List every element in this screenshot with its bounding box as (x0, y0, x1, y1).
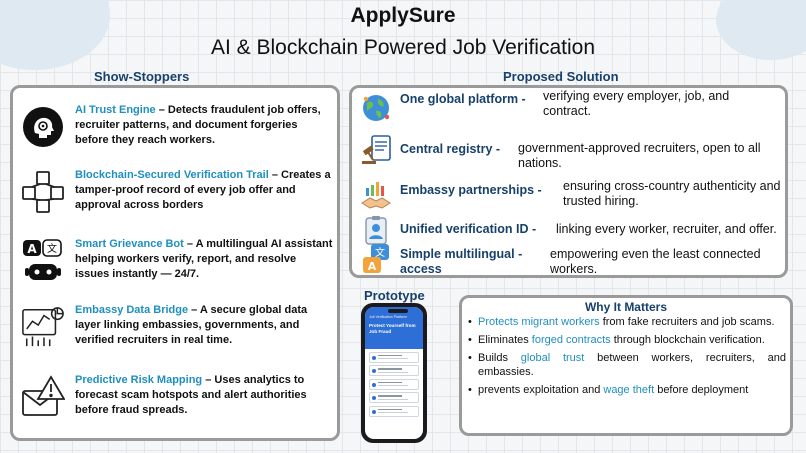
svg-text:A: A (368, 260, 377, 273)
show-stopper-desc: – Detects fraudulent job offers, recruit… (75, 104, 321, 146)
item-text: from fake recruiters and job scams. (599, 316, 775, 328)
show-stopper-item: Embassy Data Bridge – A secure global da… (21, 303, 333, 349)
item-text: before deployment (654, 384, 749, 396)
solution-label: Unified verification ID - (400, 222, 537, 236)
show-stopper-text: AI Trust Engine – Detects fraudulent job… (75, 103, 333, 149)
handshake-growth-icon (360, 180, 392, 210)
item-text: Builds (478, 352, 521, 364)
svg-text:文: 文 (375, 246, 385, 259)
app-card[interactable] (369, 365, 419, 376)
item-text: prevents exploitation and (478, 384, 604, 396)
globe-network-icon (360, 93, 392, 123)
phone-screen: Job Verification Platform Protect Yourse… (365, 307, 423, 439)
page-subtitle: AI & Blockchain Powered Job Verification (210, 36, 596, 59)
proposed-solution-panel: One global platform - verifying every em… (349, 85, 788, 278)
app-card[interactable] (369, 405, 419, 417)
list-item: Eliminates forged contracts through bloc… (468, 333, 786, 347)
solution-label: Embassy partnerships - (400, 183, 542, 197)
registry-gavel-icon (360, 135, 392, 165)
show-stopper-title: Embassy Data Bridge (75, 304, 189, 316)
svg-text:A: A (27, 242, 37, 256)
proposed-solution-heading: Proposed Solution (503, 69, 619, 84)
item-text: through blockchain verification. (610, 334, 765, 346)
app-card[interactable] (369, 351, 419, 363)
solution-desc: linking every worker, recruiter, and off… (556, 222, 777, 236)
show-stopper-text: Blockchain-Secured Verification Trail – … (75, 168, 333, 214)
app-header: Job Verification Platform Protect Yourse… (365, 307, 423, 349)
show-stopper-desc: – Uses analytics to forecast scam hotspo… (75, 374, 307, 416)
show-stopper-text: Embassy Data Bridge – A secure global da… (75, 303, 333, 349)
solution-row: Central registry - government-approved r… (358, 132, 785, 170)
solution-row: Unified verification ID - linking every … (358, 212, 785, 248)
show-stopper-title: Predictive Risk Mapping (75, 374, 203, 386)
show-stopper-item: Predictive Risk Mapping – Uses analytics… (21, 373, 333, 419)
show-stopper-title: Smart Grievance Bot (75, 238, 184, 250)
show-stopper-item: A 文 Smart Grievance Bot – A multilingual… (21, 237, 333, 283)
why-it-matters-list: Protects migrant workers from fake recru… (468, 315, 786, 401)
blockchain-icon (21, 170, 65, 214)
list-item: Builds global trust between workers, rec… (468, 351, 786, 379)
solution-row: 文 A Simple multilingual - access empower… (358, 241, 785, 277)
solution-label: One global platform - (400, 92, 526, 106)
why-it-matters-panel: Why It Matters Protects migrant workers … (459, 295, 793, 436)
show-stoppers-heading: Show-Stoppers (94, 69, 190, 84)
show-stopper-item: Blockchain-Secured Verification Trail – … (21, 168, 333, 214)
item-highlight: wage theft (603, 384, 655, 396)
list-item: Protects migrant workers from fake recru… (468, 315, 786, 329)
phone-mockup: Job Verification Platform Protect Yourse… (361, 303, 427, 443)
show-stopper-item: AI Trust Engine – Detects fraudulent job… (21, 103, 333, 149)
list-item: prevents exploitation and wage theft bef… (468, 383, 786, 397)
app-card[interactable] (369, 392, 419, 403)
svg-text:文: 文 (47, 242, 57, 255)
show-stopper-title: Blockchain-Secured Verification Trail (75, 169, 269, 181)
item-text: Eliminates (478, 334, 532, 346)
app-name: Job Verification Platform (369, 315, 407, 319)
show-stoppers-panel: AI Trust Engine – Detects fraudulent job… (10, 85, 340, 441)
solution-desc: empowering even the least connected work… (550, 247, 761, 276)
phone-notch (388, 309, 408, 313)
show-stopper-desc: – A multilingual AI assistant helping wo… (75, 238, 333, 280)
app-card[interactable] (369, 378, 419, 390)
translate-icon: 文 A (360, 244, 392, 274)
data-dashboard-icon (21, 305, 65, 349)
show-stopper-desc: – Creates a tamper-proof record of every… (75, 169, 331, 211)
why-it-matters-heading: Why It Matters (584, 300, 667, 314)
solution-desc: government-approved recruiters, open to … (518, 141, 761, 170)
prototype-heading: Prototype (364, 288, 425, 303)
solution-row: One global platform - verifying every em… (358, 89, 785, 126)
show-stopper-text: Smart Grievance Bot – A multilingual AI … (75, 237, 333, 283)
item-highlight: Protects migrant workers (478, 316, 600, 328)
solution-row: Embassy partnerships - ensuring cross-co… (358, 177, 785, 213)
page-title: ApplySure (350, 4, 456, 27)
solution-label: Central registry - (400, 142, 501, 156)
solution-label: Simple multilingual - access (400, 247, 523, 276)
show-stopper-title: AI Trust Engine (75, 104, 156, 116)
app-headline: Protect Yourself from Job Fraud (369, 323, 416, 334)
item-highlight: global trust (520, 352, 585, 364)
show-stopper-desc: – A secure global data layer linking emb… (75, 304, 308, 346)
ai-brain-icon (21, 105, 65, 149)
alert-mail-icon (21, 375, 65, 419)
solution-desc: verifying every employer, job, and contr… (543, 89, 730, 118)
show-stopper-text: Predictive Risk Mapping – Uses analytics… (75, 373, 333, 419)
item-highlight: forged contracts (531, 334, 611, 346)
item-text: between workers, recruiters, and embassi… (478, 352, 786, 378)
solution-desc: ensuring cross-country authenticity and … (563, 179, 781, 208)
translation-bot-icon: A 文 (21, 239, 65, 283)
